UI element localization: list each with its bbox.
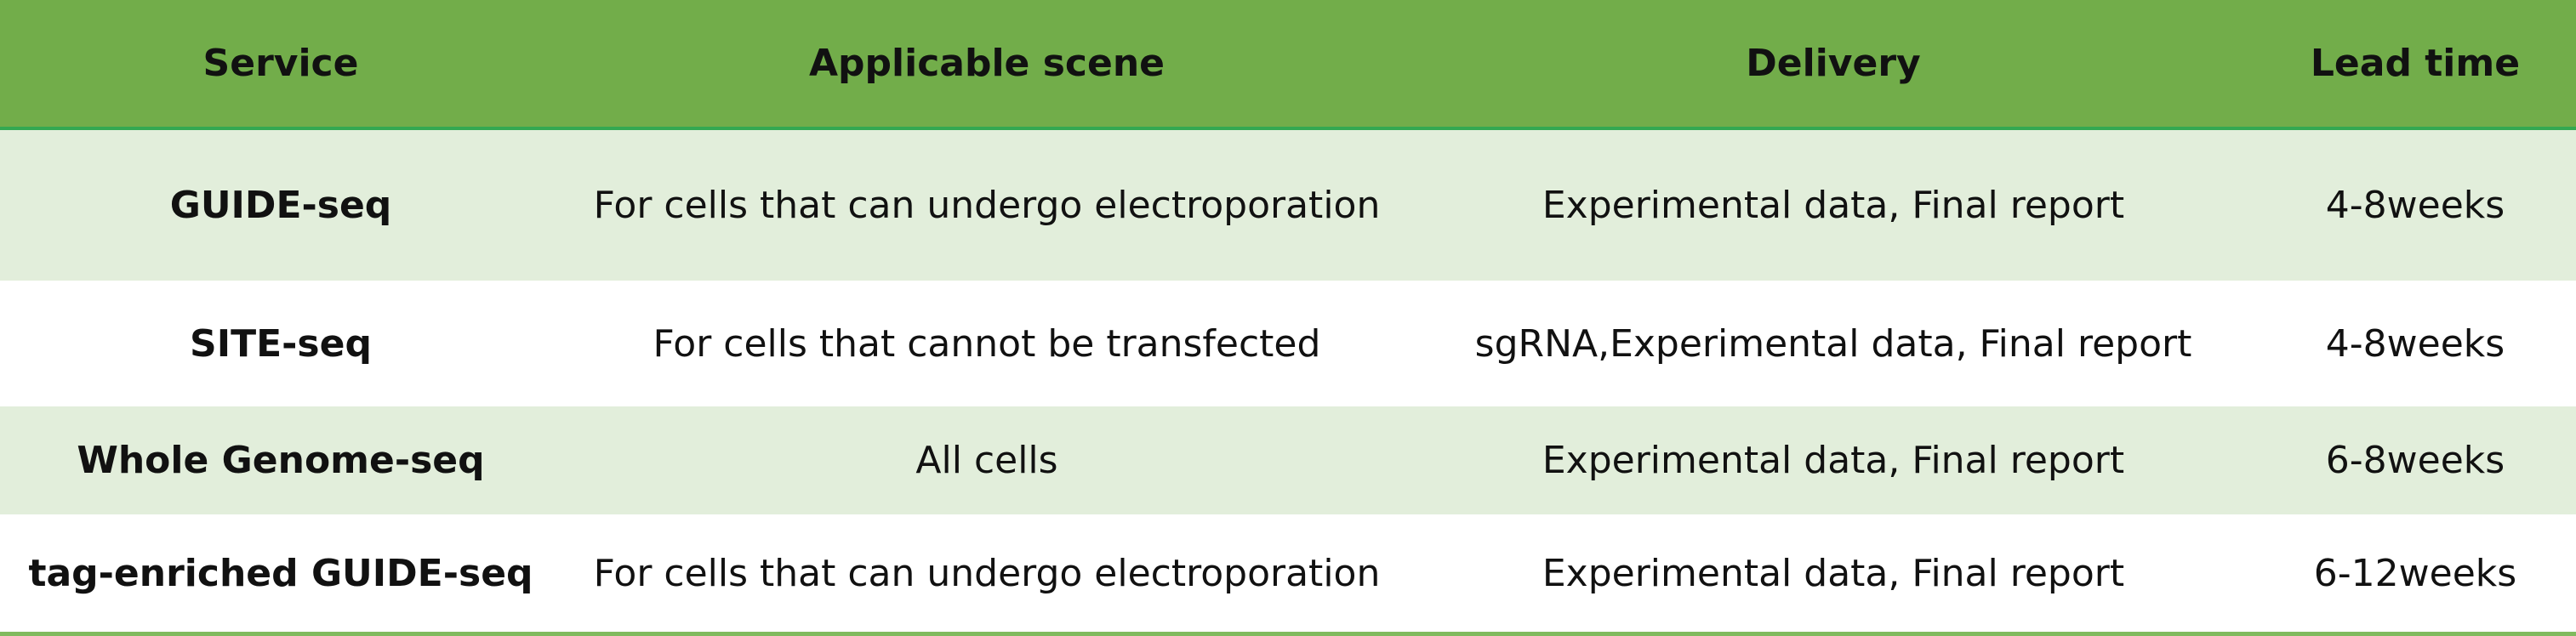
scene-cell: For cells that can undergo electroporati… — [593, 184, 1381, 227]
service-cell: SITE-seq — [190, 321, 372, 366]
scene-cell: All cells — [915, 439, 1058, 482]
table-row: Whole Genome-seq All cells Experimental … — [0, 406, 2576, 514]
header-lead-time: Lead time — [2310, 42, 2521, 85]
delivery-cell: Experimental data, Final report — [1542, 184, 2125, 227]
delivery-cell: sgRNA,Experimental data, Final report — [1474, 321, 2192, 366]
delivery-cell: Experimental data, Final report — [1542, 439, 2125, 482]
lead-time-cell: 4-8weeks — [2325, 184, 2505, 227]
table-header-row: Service Applicable scene Delivery Lead t… — [0, 0, 2576, 130]
table-row: SITE-seq For cells that cannot be transf… — [0, 281, 2576, 406]
service-cell: tag-enriched GUIDE-seq — [28, 551, 533, 595]
service-cell: GUIDE-seq — [169, 184, 392, 227]
header-applicable-scene: Applicable scene — [809, 42, 1165, 85]
service-cell: Whole Genome-seq — [77, 439, 485, 482]
header-delivery: Delivery — [1746, 42, 1921, 85]
scene-cell: For cells that cannot be transfected — [653, 321, 1321, 366]
delivery-cell: Experimental data, Final report — [1542, 551, 2125, 595]
lead-time-cell: 6-12weeks — [2313, 551, 2517, 595]
header-service: Service — [202, 42, 359, 85]
table-row: GUIDE-seq For cells that can undergo ele… — [0, 130, 2576, 281]
lead-time-cell: 6-8weeks — [2325, 439, 2505, 482]
scene-cell: For cells that can undergo electroporati… — [593, 551, 1381, 595]
table-row: tag-enriched GUIDE-seq For cells that ca… — [0, 514, 2576, 632]
table-bottom-rule — [0, 632, 2576, 636]
lead-time-cell: 4-8weeks — [2325, 321, 2505, 366]
